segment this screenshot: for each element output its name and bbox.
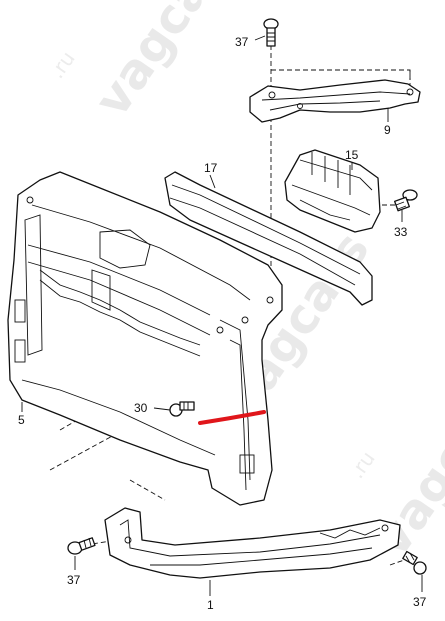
highlight-mark [198, 410, 266, 425]
callout-30: 30 [134, 401, 148, 415]
callout-33: 33 [394, 225, 408, 239]
callout-37-right: 37 [413, 595, 427, 609]
screw-37-top [263, 18, 279, 47]
watermark-text-1: vagcats [84, 0, 251, 127]
screw-37-left [67, 537, 96, 555]
callout-9: 9 [384, 123, 391, 137]
air-duct-part-15 [284, 149, 381, 233]
leader-lines [21, 35, 423, 596]
screw-33 [394, 189, 418, 212]
callout-15: 15 [345, 148, 359, 162]
lower-bracket-part-1 [104, 507, 401, 579]
screw-37-right [402, 550, 427, 575]
callout-17: 17 [204, 161, 218, 175]
callout-37-top: 37 [235, 35, 249, 49]
upper-bracket-part-9 [249, 79, 421, 123]
callout-5: 5 [18, 413, 25, 427]
long-bar-part-17 [164, 171, 373, 306]
callouts: 37 9 15 17 33 5 30 37 1 37 [18, 35, 427, 612]
callout-37-left: 37 [67, 573, 81, 587]
watermark-domain-1: .ru [44, 47, 79, 83]
callout-1: 1 [207, 598, 214, 612]
watermark-domain-3: .ru [344, 447, 379, 483]
